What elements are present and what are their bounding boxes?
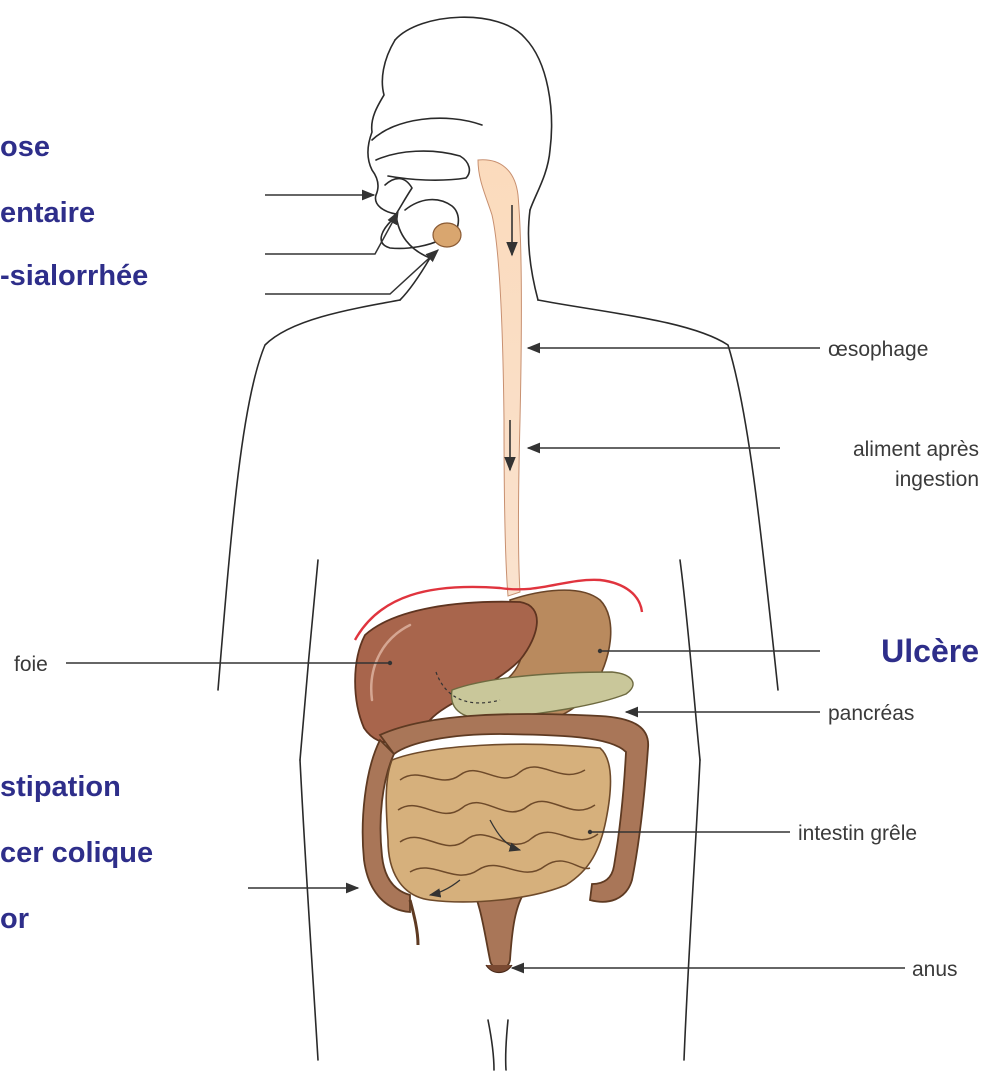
label-anus: anus (912, 958, 958, 981)
oesophagus (433, 160, 521, 596)
anus (486, 965, 512, 973)
label-liver: foie (14, 653, 48, 676)
label-food-line2: ingestion (895, 468, 979, 491)
label-pancreas: pancréas (828, 702, 914, 725)
label-colon-problem-1: stipation (0, 771, 121, 803)
label-colon-problem-3: or (0, 903, 29, 935)
label-mouth-problem-1: ose (0, 131, 50, 163)
label-mouth-problem-3: -sialorrhée (0, 260, 148, 292)
label-ulcer: Ulcère (881, 633, 979, 669)
label-food-line1: aliment après (853, 438, 979, 461)
label-oesophagus: œsophage (828, 338, 928, 361)
salivary-gland (433, 223, 461, 247)
leaders-mouth (265, 195, 438, 294)
label-mouth-problem-2: entaire (0, 197, 95, 229)
small-intestine (386, 744, 610, 902)
label-colon-problem-2: cer colique (0, 837, 153, 869)
label-small-intestine: intestin grêle (798, 822, 917, 845)
